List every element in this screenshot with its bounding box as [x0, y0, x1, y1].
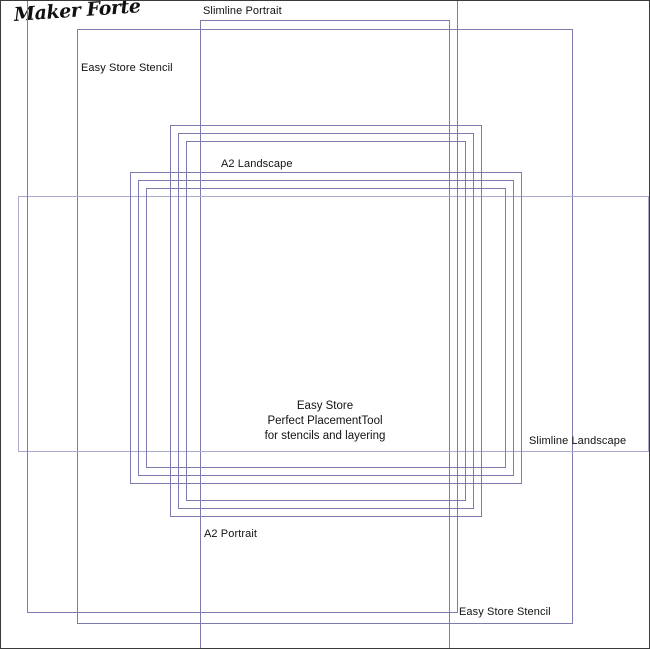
guide-rect-a2-landscape-1 [130, 172, 522, 484]
guide-rect-a2-landscape-2 [138, 180, 514, 476]
center-text-line-3: for stencils and layering [264, 430, 386, 442]
center-text-line-1: Easy Store [296, 400, 354, 412]
guide-rect-a2-portrait-1 [170, 125, 482, 517]
guide-rect-easy-store-stencil-upper [77, 29, 573, 624]
label-slimline-portrait: Slimline Portrait [203, 5, 282, 17]
guide-rect-slimline-landscape [18, 196, 649, 452]
guide-rect-a2-portrait-3 [186, 141, 466, 501]
center-text-line-2: Perfect PlacementTool [267, 415, 383, 427]
label-a2-portrait: A2 Portrait [204, 528, 258, 540]
label-easy-store-stencil-top: Easy Store Stencil [81, 62, 173, 74]
label-a2-landscape: A2 Landscape [221, 158, 293, 170]
center-text-block: Easy Store Perfect PlacementTool for ste… [201, 399, 449, 444]
label-easy-store-stencil-bottom: Easy Store Stencil [459, 606, 551, 618]
guide-rect-a2-portrait-2 [178, 133, 474, 509]
label-slimline-landscape: Slimline Landscape [529, 435, 627, 447]
guide-rect-a2-landscape-3 [146, 188, 506, 468]
